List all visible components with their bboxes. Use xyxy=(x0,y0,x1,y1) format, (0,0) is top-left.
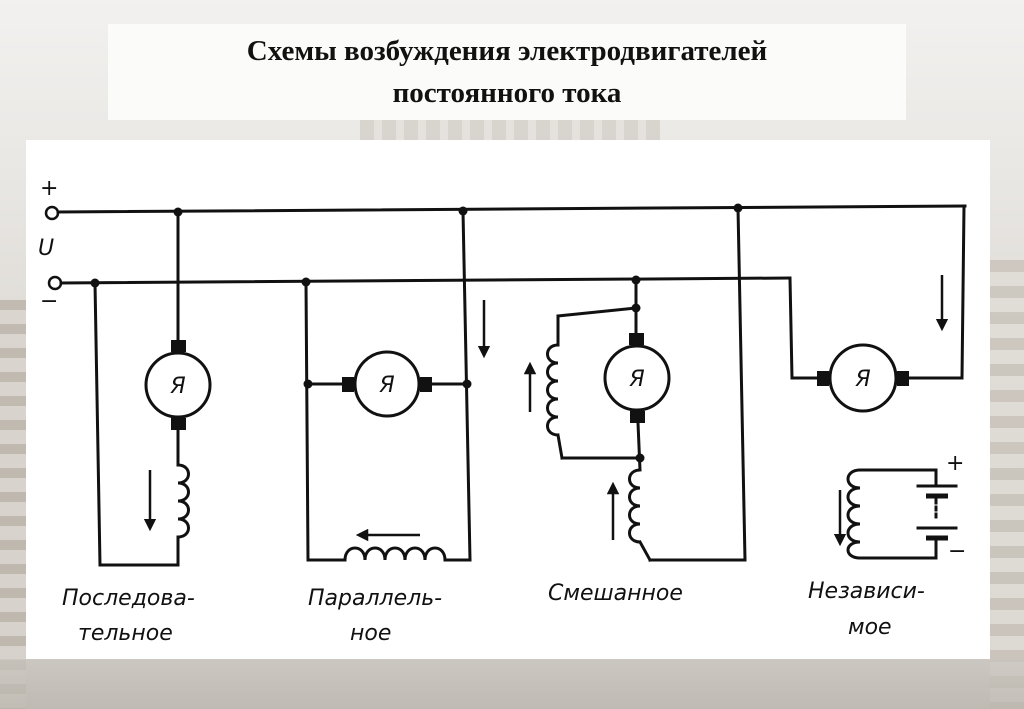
parallel-label-line2: ное xyxy=(350,621,391,646)
supply-terminals: + U − xyxy=(38,176,63,314)
series-field-coil xyxy=(177,463,190,539)
excitation-coil xyxy=(846,468,861,560)
independent-scheme: Я + − Независи- мое xyxy=(788,204,966,640)
wire xyxy=(93,281,102,567)
wire xyxy=(736,206,747,562)
title-line-1: Схемы возбуждения электродвигателей xyxy=(246,35,768,67)
background-left-strip xyxy=(0,300,26,709)
brush xyxy=(420,377,432,392)
series-label-line2: тельное xyxy=(78,621,173,646)
armature xyxy=(353,350,421,418)
plus-sign: + xyxy=(40,176,58,201)
wire xyxy=(960,204,966,380)
armature-label: Я xyxy=(378,373,394,398)
wire xyxy=(304,280,310,562)
brush xyxy=(897,371,909,386)
battery-minus: − xyxy=(948,539,966,564)
shunt-field-coil xyxy=(343,546,447,561)
compound-scheme: Я Смешанное xyxy=(523,203,747,606)
background-right-strip xyxy=(990,260,1024,709)
brush xyxy=(171,418,186,430)
wire xyxy=(637,539,653,563)
wire xyxy=(788,276,794,380)
brush xyxy=(171,340,186,352)
voltage-label: U xyxy=(38,236,54,261)
series-label-line1: Последова- xyxy=(62,586,195,611)
parallel-scheme: Я Параллель- ное xyxy=(301,206,491,646)
battery-plus: + xyxy=(946,451,964,476)
title-line-2: постоянного тока xyxy=(392,77,622,109)
wire xyxy=(636,421,642,472)
armature xyxy=(603,344,671,412)
armature-label: Я xyxy=(628,367,644,392)
wire xyxy=(556,433,564,460)
slide-title: Схемы возбуждения электродвигателей пост… xyxy=(108,30,906,114)
junction-dot xyxy=(635,453,645,463)
title-box xyxy=(108,24,906,120)
shunt-field-coil xyxy=(546,343,559,437)
brush xyxy=(342,377,354,392)
armature-label: Я xyxy=(854,367,870,392)
negative-bus xyxy=(59,276,792,285)
brush xyxy=(630,411,645,423)
brush xyxy=(629,333,644,345)
minus-sign: − xyxy=(40,289,58,314)
plus-terminal xyxy=(44,205,60,221)
series-field-coil xyxy=(628,468,641,544)
positive-bus xyxy=(56,204,967,214)
wire xyxy=(556,306,638,318)
armature-label: Я xyxy=(169,374,185,399)
series-scheme: Я Последова- тельное xyxy=(62,207,212,646)
background-bottom-strip xyxy=(0,659,1024,709)
independent-label-line2: мое xyxy=(848,615,892,640)
minus-terminal xyxy=(47,275,63,291)
armature xyxy=(828,343,898,413)
brush xyxy=(817,371,829,386)
compound-label: Смешанное xyxy=(548,581,683,606)
parallel-label-line1: Параллель- xyxy=(308,586,442,611)
armature xyxy=(144,351,212,419)
independent-label-line1: Независи- xyxy=(808,579,925,604)
